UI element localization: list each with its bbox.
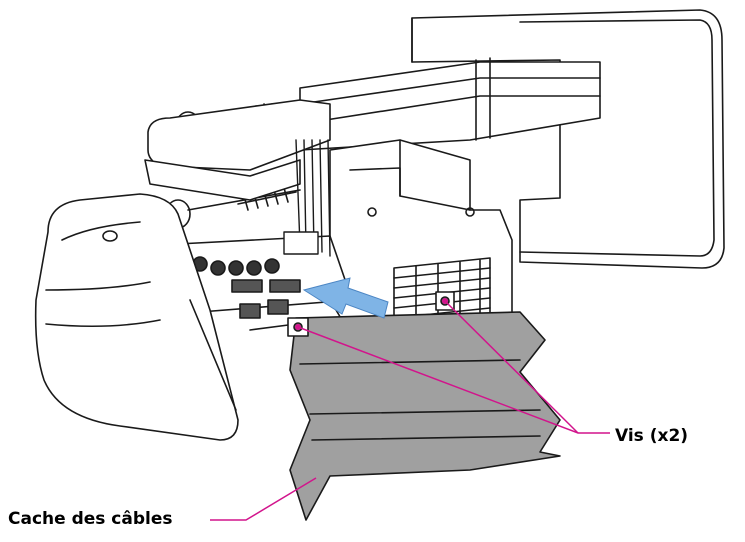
mounting-arm bbox=[299, 57, 601, 151]
screw-callout-line-2 bbox=[444, 300, 579, 434]
cable-cover-callout-line bbox=[210, 477, 317, 521]
upper-bracket bbox=[144, 99, 331, 201]
screws-label: Vis (x2) bbox=[615, 426, 689, 446]
cables bbox=[283, 139, 331, 257]
wall-plate bbox=[411, 9, 725, 269]
screw-callout-dot-2 bbox=[442, 298, 448, 304]
insert-direction-arrow bbox=[302, 277, 389, 319]
cable-cover-label: Cache des câbles bbox=[8, 509, 173, 529]
screw-callout-dot-1 bbox=[295, 324, 301, 330]
cable-cover bbox=[249, 311, 561, 521]
lens-housing bbox=[34, 193, 239, 441]
